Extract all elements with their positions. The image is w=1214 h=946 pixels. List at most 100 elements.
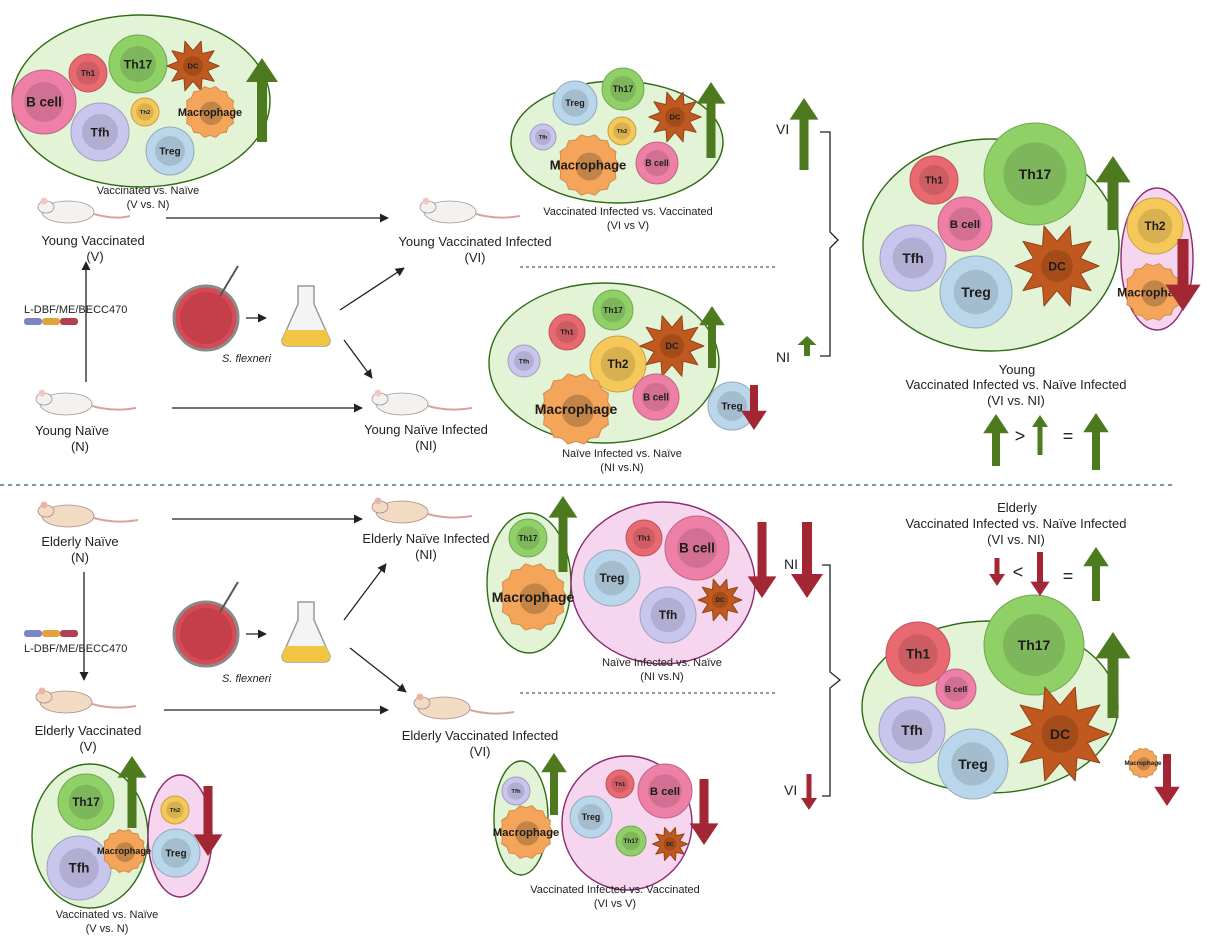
th2-label: Th2 xyxy=(1145,219,1166,233)
dc-cell: DC xyxy=(639,315,705,377)
th17-label: Th17 xyxy=(1019,166,1052,182)
decrease-arrow-icon xyxy=(689,779,719,845)
tfh-label: Tfh xyxy=(519,358,529,365)
increase-arrow-icon xyxy=(1032,415,1048,455)
caption-young-viv: Vaccinated Infected vs. Vaccinated xyxy=(543,206,713,218)
b-cell-cell: B cell xyxy=(11,69,77,135)
th1-label: Th1 xyxy=(81,69,96,78)
th1-label: Th1 xyxy=(615,782,626,788)
macrophage-label: Macrophage xyxy=(535,401,618,417)
decrease-arrow-icon xyxy=(1165,239,1201,311)
macrophage-cell: Macrophage xyxy=(550,134,626,196)
caption-young-vn: Vaccinated vs. Naïve xyxy=(97,185,200,197)
increase-arrow-icon xyxy=(548,496,578,572)
flow-arrows xyxy=(79,213,407,715)
macrophage-label: Macrophage xyxy=(97,846,151,856)
treg-cell: Treg xyxy=(151,828,201,878)
th17-cell: Th17 xyxy=(601,67,645,111)
macrophage-label: Macrophage xyxy=(1124,760,1162,767)
treg-cell: Treg xyxy=(569,795,613,839)
macrophage-cell: Macrophage xyxy=(535,373,618,445)
increase-arrow-icon xyxy=(541,753,567,815)
th1-cell: Th1 xyxy=(548,313,586,351)
equals-sign: = xyxy=(1063,426,1074,446)
increase-arrow-icon xyxy=(983,414,1009,466)
tfh-label: Tfh xyxy=(91,125,110,139)
macrophage-cell: Macrophage xyxy=(1124,747,1162,779)
young-vaccinated-infected-label: Young Vaccinated Infected xyxy=(398,234,551,249)
tfh-cell: Tfh xyxy=(878,696,946,764)
caption-elderly-nin: Naïve Infected vs. Naïve xyxy=(602,657,722,669)
young-vaccinated-infected-abbr: (VI) xyxy=(465,250,486,265)
mouse-icon-young-naive-infected xyxy=(371,389,473,416)
b-cell-label: B cell xyxy=(26,95,62,110)
macrophage-label: Macrophage xyxy=(493,827,560,839)
th17-cell: Th17 xyxy=(508,518,548,558)
treg-label: Treg xyxy=(961,284,991,300)
elderly-vaccinated-infected-label: Elderly Vaccinated Infected xyxy=(402,728,559,743)
mouse-icon-elderly-naive xyxy=(37,501,139,528)
caption-young-nin: Naïve Infected vs. Naïve xyxy=(562,448,682,460)
macrophage-label: Macrophage xyxy=(492,589,575,605)
treg-cell: Treg xyxy=(939,255,1013,329)
bracket-young xyxy=(820,131,839,357)
decrease-arrow-icon xyxy=(1154,754,1180,806)
young-naive-infected-label: Young Naïve Infected xyxy=(364,422,488,437)
th2-label: Th2 xyxy=(170,808,181,814)
label-vi: VI xyxy=(776,121,789,137)
dc-label: DC xyxy=(1050,726,1070,742)
treg-label: Treg xyxy=(565,98,584,108)
increase-arrow-icon xyxy=(1095,156,1131,230)
caption-elderly-vn: Vaccinated vs. Naïve xyxy=(56,909,159,921)
tfh-label: Tfh xyxy=(69,861,90,876)
tfh-cell: Tfh xyxy=(46,835,112,901)
tfh-label: Tfh xyxy=(902,250,924,266)
caption-elderly-viv: Vaccinated Infected vs. Vaccinated xyxy=(530,884,700,896)
th2-cell: Th2 xyxy=(130,97,160,127)
caption-elderly-viv-abbr: (VI vs V) xyxy=(594,898,636,910)
increase-arrow-icon xyxy=(1083,413,1109,470)
b-cell-label: B cell xyxy=(950,219,980,231)
macrophage-cell: Macrophage xyxy=(1117,263,1189,321)
caption-elderly-nin-abbr: (NI vs.N) xyxy=(640,671,683,683)
dc-cell: DC xyxy=(648,91,702,143)
th1-label: Th1 xyxy=(637,534,651,543)
mouse-icon-young-vaccinated-infected xyxy=(419,197,521,224)
th1-cell: Th1 xyxy=(68,53,108,93)
young-naive-abbr: (N) xyxy=(71,439,89,454)
mouse-icon-elderly-vaccinated-infected xyxy=(413,693,515,720)
elderly-comparison-abbr: (VI vs. NI) xyxy=(987,532,1045,547)
dc-cell: DC xyxy=(166,40,220,92)
th1-cell: Th1 xyxy=(605,769,635,799)
tfh-label: Tfh xyxy=(901,722,923,738)
th1-label: Th1 xyxy=(560,328,574,337)
greater-than-sign: > xyxy=(1015,426,1026,446)
th1-cell: Th1 xyxy=(885,621,951,687)
macrophage-cell: Macrophage xyxy=(97,829,151,873)
pathogen-label: S. flexneri xyxy=(222,673,271,685)
young-vaccinated-abbr: (V) xyxy=(86,249,103,264)
elderly-vaccinated-label: Elderly Vaccinated xyxy=(35,723,142,738)
th17-label: Th17 xyxy=(72,795,100,809)
b-cell-label: B cell xyxy=(945,684,967,694)
caption-young-nin-abbr: (NI vs.N) xyxy=(600,462,643,474)
treg-label: Treg xyxy=(582,812,601,822)
th17-label: Th17 xyxy=(519,534,538,543)
dc-cell: DC xyxy=(1014,225,1100,307)
th2-cell: Th2 xyxy=(589,335,647,393)
th2-cell: Th2 xyxy=(1126,197,1184,255)
treg-cell: Treg xyxy=(583,549,641,607)
treg-cell: Treg xyxy=(552,80,598,126)
treg-label: Treg xyxy=(721,402,742,413)
th17-cell: Th17 xyxy=(615,825,647,857)
b-cell-label: B cell xyxy=(650,786,680,798)
mouse-icon-young-naive xyxy=(35,389,137,416)
th1-cell: Th1 xyxy=(909,155,959,205)
decrease-arrow-icon xyxy=(747,522,777,598)
th2-label: Th2 xyxy=(608,357,629,371)
treg-label: Treg xyxy=(600,571,625,585)
young-comparison-sub: Vaccinated Infected vs. Naïve Infected xyxy=(906,377,1127,392)
elderly-naive-infected-label: Elderly Naïve Infected xyxy=(362,531,489,546)
caption-elderly-vn-abbr: (V vs. N) xyxy=(86,923,129,935)
